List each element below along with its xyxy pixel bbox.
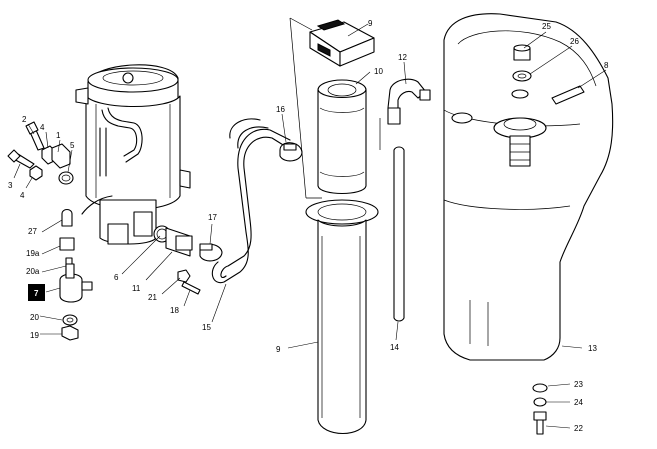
callout-20a: 20a [26,267,40,276]
callout-16: 16 [276,105,285,114]
tank-13 [443,13,614,361]
filter-element-10 [317,79,367,194]
callout-8: 8 [604,61,609,70]
callout-21: 21 [148,293,157,302]
callout-11: 11 [132,284,141,293]
callout-24: 24 [574,398,583,407]
callout-6: 6 [114,273,119,282]
callout-19a: 19a [26,249,40,258]
callout-15: 15 [202,323,211,332]
callout-5: 5 [70,141,75,150]
fittings-left [7,121,93,341]
callout-22: 22 [574,424,583,433]
callout-14: 14 [390,343,399,352]
filter-housing-9 [305,199,379,434]
callout-13: 13 [588,344,597,353]
bracket-lines [289,17,322,199]
callout-1: 1 [56,131,61,140]
callout-20: 20 [30,313,39,322]
callout-10: 10 [374,67,383,76]
callout-9-bottom: 9 [276,345,281,354]
leader-lines [13,23,607,429]
callout-labels: 2 4 1 5 3 4 27 19a 20a 7 20 19 6 11 21 1… [8,19,609,433]
callout-4-bottom: 4 [20,191,25,200]
clamp-16 [279,142,303,162]
callout-18: 18 [170,306,179,315]
callout-2: 2 [22,115,27,124]
hose-15 [211,128,291,284]
callout-27: 27 [28,227,37,236]
tube-14 [393,146,405,322]
callout-7: 7 [34,289,39,298]
elbow-fitting-12 [387,78,431,125]
callout-25: 25 [542,22,551,31]
plug-25-26 [512,44,532,82]
drain-parts [532,383,548,435]
callout-17: 17 [208,213,217,222]
callout-19: 19 [30,331,39,340]
flange-and-clamps [153,225,223,295]
filter-cap-9 [309,19,375,67]
callout-26: 26 [570,37,579,46]
callout-7-box [28,284,45,301]
callout-4-top: 4 [40,123,45,132]
callout-9-top: 9 [368,19,373,28]
label-plate-8 [551,85,585,105]
callout-12: 12 [398,53,407,62]
callout-23: 23 [574,380,583,389]
callout-3: 3 [8,181,13,190]
pump-motor-assembly [75,64,191,245]
